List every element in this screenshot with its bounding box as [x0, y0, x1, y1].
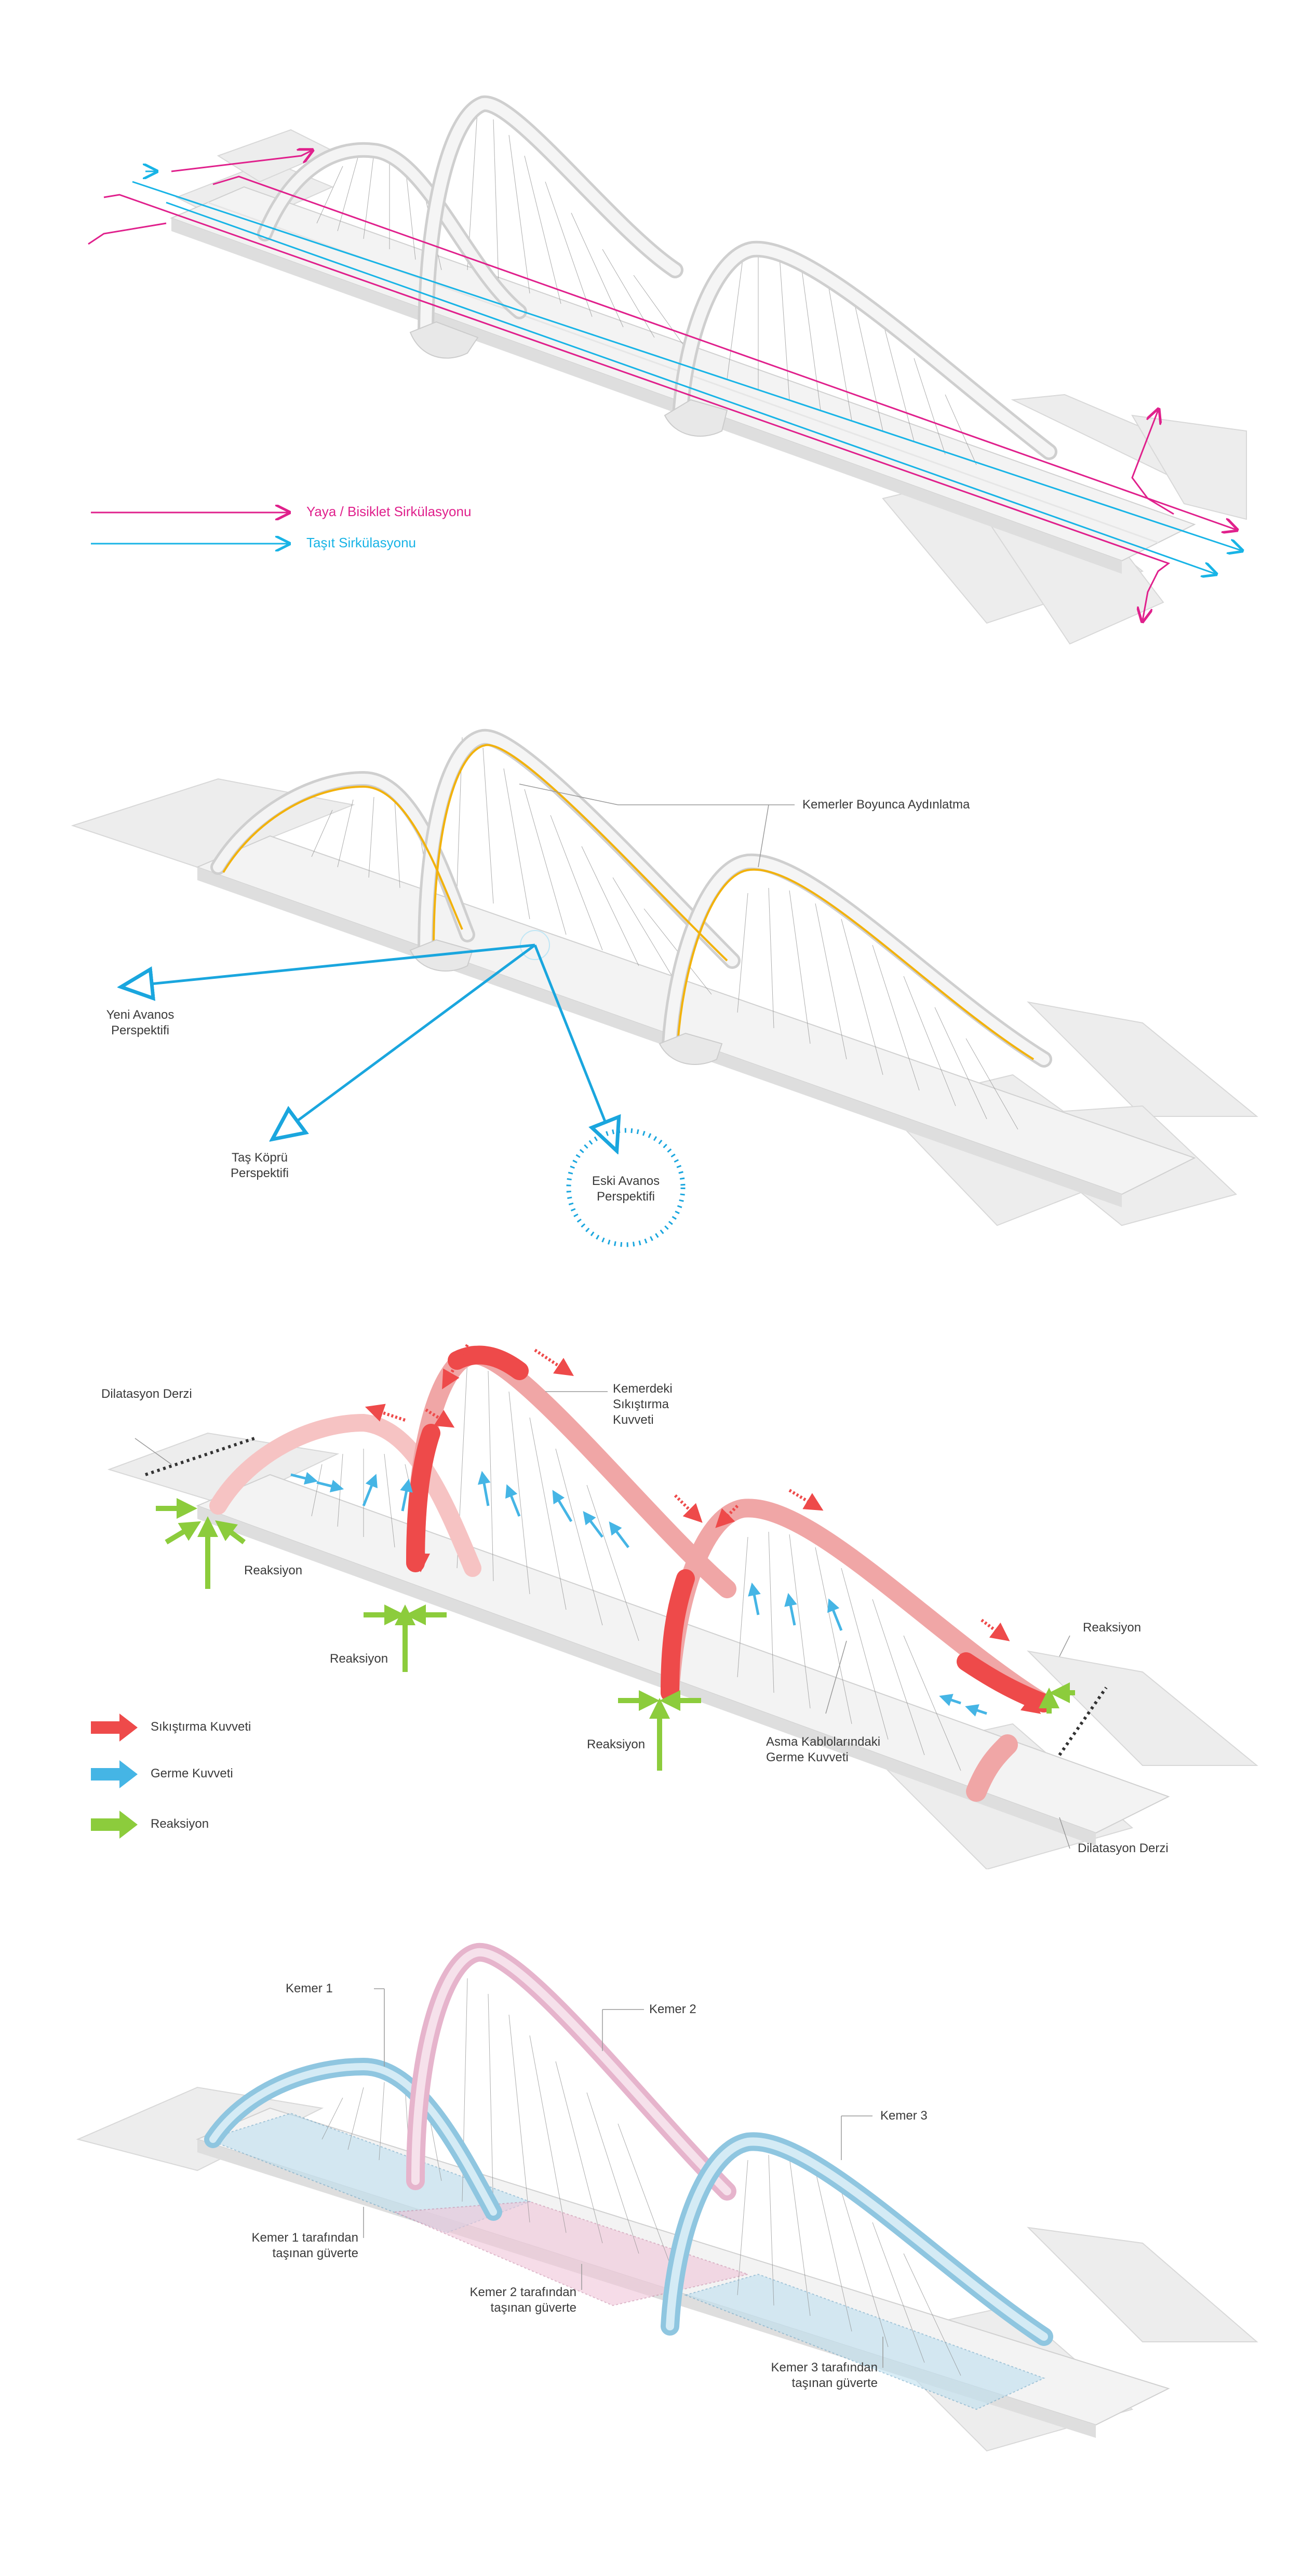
perspective-rays — [125, 930, 686, 1247]
arches-compression — [209, 1345, 1053, 1802]
reaction-label-4: Reaksiyon — [1083, 1621, 1142, 1635]
tension-arrows — [290, 1471, 987, 1717]
legend-compression: Sıkıştırma Kuvveti — [151, 1720, 251, 1734]
perspective-label-tas-kopru: Taş Köprü Perspektifi — [230, 1151, 289, 1180]
perspective-label-eski-avanos: Eski Avanos Perspektifi — [592, 1174, 660, 1204]
legend-reaction-label: Reaksiyon — [151, 1817, 209, 1831]
bridge-forces-drawing — [91, 1344, 1258, 1869]
bridge-deck — [196, 835, 1196, 1207]
cable-tension-label: Asma Kablolarındaki Germe Kuvveti — [766, 1735, 881, 1764]
expansion-joint-label-left: Dilatasyon Derzi — [101, 1387, 192, 1401]
reaction-label-2: Reaksiyon — [330, 1652, 388, 1666]
legend-compression-label: Sıkıştırma Kuvveti — [151, 1720, 251, 1734]
perspective-label-yeni-avanos: Yeni Avanos Perspektifi — [106, 1008, 175, 1037]
circulation-diagram: Yaya / Bisiklet Sirkülasyonu Taşıt Sirkü… — [0, 0, 1302, 649]
reaction-label-1: Reaksiyon — [244, 1563, 303, 1577]
compression-arrows — [365, 1344, 1041, 1714]
deck-3-label: Kemer 3 tarafından taşınan güverte — [771, 2361, 878, 2390]
arch-3-label: Kemer 3 — [880, 2109, 928, 2123]
legend-tension-label: Germe Kuvveti — [151, 1766, 233, 1781]
arches-deck-diagram: Kemer 1 Kemer 2 Kemer 3 Kemer 1 tarafınd… — [0, 1869, 1302, 2576]
deck-zones — [206, 2112, 1045, 2410]
suspension-cables — [321, 1978, 961, 2376]
reaction-arrows — [156, 1498, 1075, 1771]
arches — [257, 95, 1057, 460]
force-leaders — [135, 1391, 1070, 1849]
arch-lighting-lines — [222, 744, 1035, 1060]
suspension-cables — [311, 737, 1018, 1130]
forces-diagram: Dilatasyon Derzi Kemerdeki Sıkıştırma Ku… — [0, 1298, 1302, 1869]
legend-pedestrian-label: Yaya / Bisiklet Sirkülasyonu — [306, 504, 472, 519]
arches — [210, 729, 1052, 1068]
vehicle-route-lines — [132, 171, 1241, 574]
suspension-cables — [316, 103, 977, 465]
bridge-lighting-drawing — [71, 729, 1258, 1247]
lighting-label: Kemerler Boyunca Aydınlatma — [802, 798, 970, 812]
arch-1-label: Kemer 1 — [286, 1981, 333, 1995]
legend-vehicle-label: Taşıt Sirkülasyonu — [306, 535, 416, 550]
reaction-label-3: Reaksiyon — [587, 1737, 646, 1751]
bridge-arches-drawing — [76, 1943, 1258, 2452]
lighting-diagram: Kemerler Boyunca Aydınlatma Yeni Avanos … — [0, 649, 1302, 1298]
legend-vehicle: Taşıt Sirkülasyonu — [306, 535, 416, 551]
expansion-joints — [145, 1437, 1108, 1756]
arch-leaders — [363, 1988, 883, 2368]
deck-1-label: Kemer 1 tarafından taşınan güverte — [251, 2231, 358, 2260]
expansion-joint-label-right: Dilatasyon Derzi — [1078, 1841, 1169, 1855]
legend-tension: Germe Kuvveti — [151, 1766, 233, 1781]
arches — [204, 1943, 1053, 2346]
arch-compression-label: Kemerdeki Sıkıştırma Kuvveti — [613, 1382, 673, 1427]
lighting-leader — [519, 784, 795, 868]
circulation-legend-icons — [91, 512, 288, 544]
legend-reaction: Reaksiyon — [151, 1817, 209, 1831]
pedestrian-route-lines — [88, 151, 1236, 621]
bridge-circulation-drawing — [88, 95, 1247, 645]
legend-pedestrian: Yaya / Bisiklet Sirkülasyonu — [306, 504, 471, 520]
deck-2-label: Kemer 2 tarafından taşınan güverte — [469, 2285, 576, 2315]
force-legend-icons — [91, 1714, 138, 1839]
piers — [409, 321, 728, 437]
arch-2-label: Kemer 2 — [649, 2002, 696, 2016]
